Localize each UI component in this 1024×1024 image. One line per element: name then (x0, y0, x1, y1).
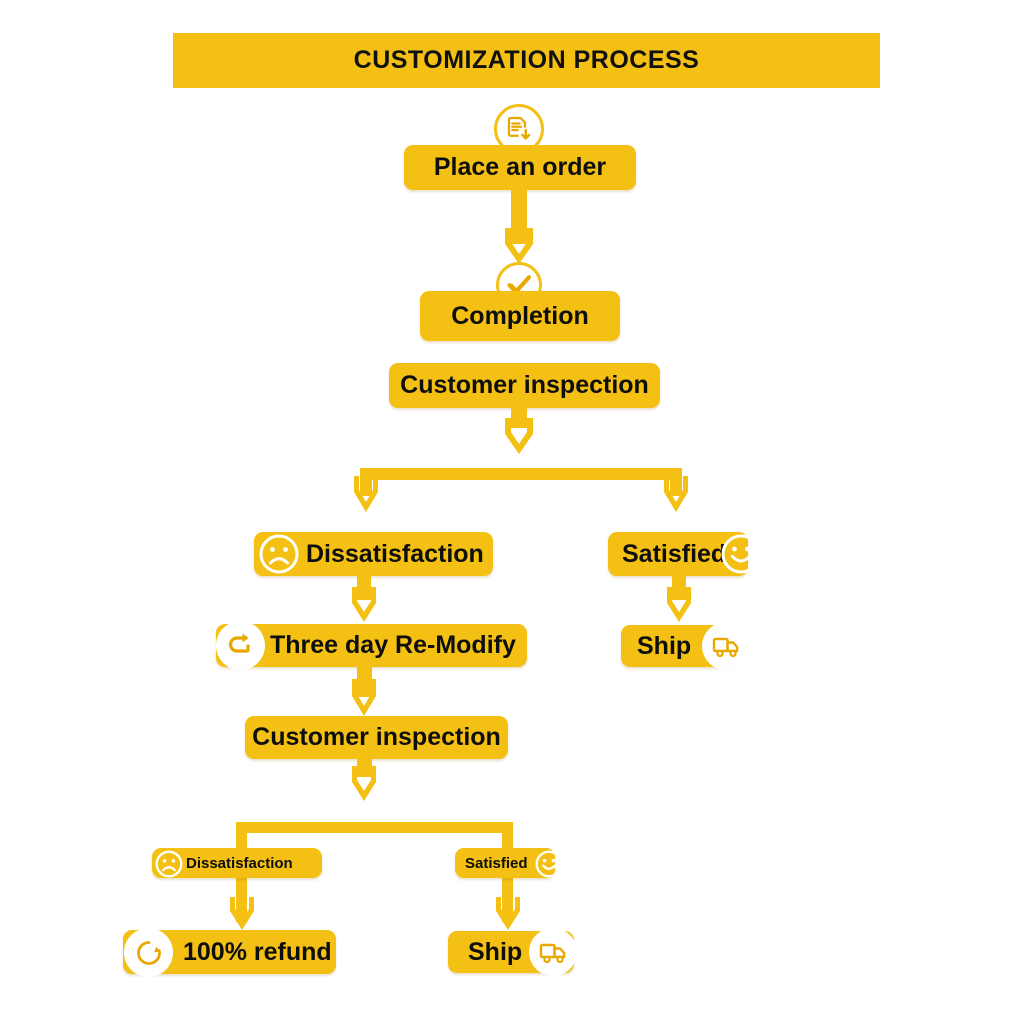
arrow-down-from-inspection2 (345, 763, 383, 805)
branch-connector-2 (236, 822, 513, 833)
node-customer-inspection-2[interactable]: Customer inspection (245, 716, 508, 759)
node-place-an-order-label: Place an order (433, 153, 607, 181)
node-completion-label: Completion (451, 301, 589, 330)
connector-remodify-to-inspection2 (357, 665, 372, 697)
arrow-to-ship-2 (491, 895, 525, 933)
node-completion[interactable]: Completion (420, 291, 620, 341)
arrow-to-refund (225, 895, 259, 933)
branch-connector-1 (360, 468, 682, 480)
refund-circle-arrow-icon (124, 928, 173, 977)
arrow-to-inspection-2 (345, 676, 383, 720)
node-ship-1-label: Ship (637, 631, 692, 660)
arrow-to-remodify (346, 584, 382, 626)
arrow-to-satisfied-1 (658, 472, 694, 516)
branch-1-left-stem (360, 468, 372, 496)
arrow-down-from-inspection1 (497, 412, 541, 456)
sad-face-icon (256, 531, 302, 577)
node-100-percent-refund-label: 100% refund (183, 937, 332, 966)
page-title-banner: CUSTOMIZATION PROCESS (173, 33, 880, 88)
node-three-day-re-modify-label: Three day Re-Modify (270, 631, 516, 659)
delivery-truck-icon (702, 622, 750, 670)
page-title: CUSTOMIZATION PROCESS (353, 46, 700, 74)
node-satisfied-2[interactable]: Satisfied (455, 848, 555, 878)
node-customer-inspection-2-label: Customer inspection (252, 723, 501, 751)
node-dissatisfaction-2-label: Dissatisfaction (186, 854, 293, 872)
connector-inspection1-down (511, 406, 527, 428)
smiley-face-icon (533, 848, 564, 879)
arrow-down-to-completion (497, 222, 541, 266)
node-ship-2-label: Ship (468, 937, 523, 966)
arrow-to-dissatisfaction-1 (348, 472, 384, 516)
connector-inspection2-down (357, 757, 372, 777)
node-three-day-re-modify[interactable]: Three day Re-Modify (216, 624, 527, 667)
smiley-face-icon (718, 531, 764, 577)
node-customer-inspection-1[interactable]: Customer inspection (389, 363, 660, 408)
arrow-to-ship-1 (661, 584, 697, 626)
connector-satisfied1-to-ship1 (672, 574, 686, 600)
node-place-an-order[interactable]: Place an order (404, 145, 636, 190)
redo-arrow-icon (216, 621, 265, 670)
delivery-truck-icon (529, 928, 577, 976)
branch-1-right-stem (670, 468, 682, 496)
sad-face-icon (153, 848, 184, 879)
node-dissatisfaction-1[interactable]: Dissatisfaction (254, 532, 493, 576)
node-satisfied-2-label: Satisfied (465, 854, 528, 872)
connector-dissatisfaction1-to-remodify (357, 574, 371, 600)
node-satisfied-1[interactable]: Satisfied (608, 532, 748, 576)
node-satisfied-1-label: Satisfied (622, 539, 727, 568)
node-dissatisfaction-1-label: Dissatisfaction (306, 539, 484, 568)
node-customer-inspection-1-label: Customer inspection (400, 371, 649, 399)
connector-place-order-to-completion (511, 188, 527, 244)
